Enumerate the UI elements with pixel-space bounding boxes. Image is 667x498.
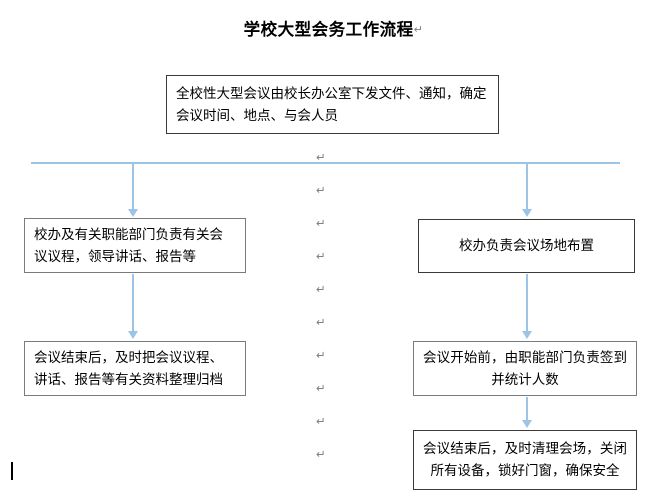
connector-right2-to-right3-line (526, 397, 528, 422)
flow-node-left-2-label: 会议结束后，及时把会议议程、讲话、报告等有关资料整理归档 (34, 349, 223, 387)
paragraph-mark-icon: ↵ (316, 150, 326, 164)
paragraph-mark-icon: ↵ (316, 249, 326, 263)
connector-top-to-left1-arrowhead-icon (128, 209, 138, 217)
text-caret (11, 462, 13, 480)
paragraph-mark-icon: ↵ (316, 348, 326, 362)
paragraph-mark-icon: ↵ (413, 23, 424, 36)
flow-node-start-label: 全校性大型会议由校长办公室下发文件、通知，确定会议时间、地点、与会人员 (176, 85, 487, 123)
connector-right1-to-right2-arrowhead-icon (522, 331, 532, 339)
connector-right2-to-right3-arrowhead-icon (522, 420, 532, 428)
paragraph-mark-icon: ↵ (316, 216, 326, 230)
flow-node-left-1-label: 校办及有关职能部门负责有关会议议程，领导讲话、报告等 (34, 226, 223, 264)
connector-top-to-right1-arrowhead-icon (522, 209, 532, 217)
flow-node-right-1[interactable]: 校办负责会议场地布置 (418, 219, 635, 273)
paragraph-mark-icon: ↵ (316, 381, 326, 395)
page-title-text: 学校大型会务工作流程 (243, 20, 414, 39)
flow-node-left-1[interactable]: 校办及有关职能部门负责有关会议议程，领导讲话、报告等 (24, 218, 246, 273)
flow-node-left-2[interactable]: 会议结束后，及时把会议议程、讲话、报告等有关资料整理归档 (24, 341, 246, 396)
paragraph-mark-icon: ↵ (316, 414, 326, 428)
flow-node-right-3[interactable]: 会议结束后，及时清理会场，关闭所有设备，锁好门窗，确保安全 (413, 430, 637, 490)
flow-node-right-2[interactable]: 会议开始前，由职能部门负责签到并统计人数 (413, 341, 637, 396)
page-title: 学校大型会务工作流程↵ (0, 16, 667, 40)
paragraph-mark-icon: ↵ (316, 183, 326, 197)
connector-right1-to-right2-line (526, 274, 528, 333)
flow-node-right-3-label: 会议结束后，及时清理会场，关闭所有设备，锁好门窗，确保安全 (423, 441, 627, 478)
connector-top-to-right1-line (526, 163, 528, 211)
connector-left1-to-left2-arrowhead-icon (128, 331, 138, 339)
connector-left1-to-left2-line (132, 274, 134, 333)
paragraph-mark-icon: ↵ (316, 315, 326, 329)
flow-node-right-2-label: 会议开始前，由职能部门负责签到并统计人数 (423, 349, 627, 387)
paragraph-mark-icon: ↵ (316, 447, 326, 461)
flow-node-right-1-label: 校办负责会议场地布置 (459, 238, 594, 254)
flow-node-start[interactable]: 全校性大型会议由校长办公室下发文件、通知，确定会议时间、地点、与会人员 (166, 75, 499, 134)
paragraph-mark-icon: ↵ (316, 282, 326, 296)
connector-top-to-left1-line (132, 163, 134, 211)
connector-horizontal-split (31, 162, 620, 164)
